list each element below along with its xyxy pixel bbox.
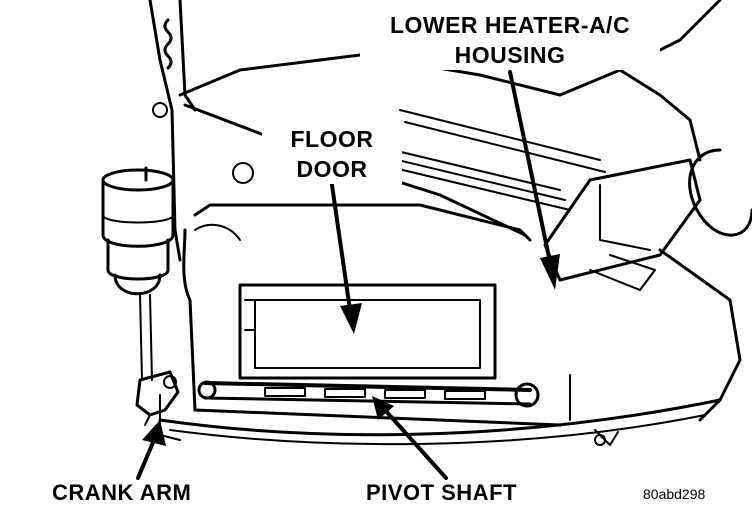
lower-housing-side	[193, 203, 532, 242]
housing-right-shoulder	[618, 68, 702, 162]
housing-label-line1: LOWER HEATER-A/C	[389, 12, 631, 38]
actuator-body	[101, 178, 175, 248]
actuator-collar	[106, 238, 170, 281]
actuator-base	[113, 273, 162, 296]
pivot-slot	[324, 388, 366, 398]
right-lower-panel	[658, 248, 742, 422]
housing-left-edge	[148, 0, 182, 262]
actuator-top	[101, 168, 175, 192]
lower-heater-ac-housing-label: LOWER HEATER-A/C HOUSING	[360, 10, 660, 70]
lower-housing-bottom-lip	[169, 414, 706, 446]
lower-housing-tab	[594, 429, 619, 446]
floor-door-label-line2: DOOR	[296, 156, 368, 182]
floor-door-arrowhead	[340, 303, 362, 334]
fastener	[232, 162, 254, 184]
outlet-duct-inner	[599, 184, 651, 251]
pivot-shaft-bar	[203, 381, 532, 392]
lower-housing-bottom	[158, 398, 722, 437]
wavy-edge	[163, 18, 173, 70]
crank-arm-arrow-line	[136, 438, 156, 480]
housing-arrow-line	[508, 70, 552, 264]
pivot-shaft-arrowhead	[372, 396, 394, 420]
pivot-shaft-end-left	[197, 380, 217, 400]
right-round-housing	[688, 148, 752, 237]
rib-line	[404, 121, 606, 173]
rib-line	[399, 109, 601, 161]
floor-door-inner	[254, 299, 481, 369]
crank-arm-link	[144, 414, 151, 426]
crank-arm-label: CRANK ARM	[52, 480, 192, 506]
lower-housing-cavity	[182, 228, 562, 427]
pivot-shaft-label: PIVOT SHAFT	[366, 480, 517, 506]
pivot-shaft-end-right	[514, 382, 540, 408]
floor-door-outer	[238, 283, 497, 380]
floor-door-arrow-line	[330, 183, 352, 312]
housing-label-line2: HOUSING	[454, 42, 566, 68]
pivot-slot	[264, 387, 306, 397]
floor-door-hinge-tab	[244, 299, 256, 331]
pivot-slot	[444, 390, 486, 400]
crank-arm-arrowhead	[142, 420, 166, 446]
floor-door-label-line1: FLOOR	[290, 126, 374, 152]
pivot-slot	[384, 389, 426, 399]
fastener	[594, 434, 606, 446]
actuator-rod-2	[149, 294, 153, 381]
fastener	[152, 102, 168, 118]
housing-arrowhead	[540, 254, 560, 290]
crank-arm-pivot	[163, 375, 177, 389]
actuator-rod	[139, 294, 143, 381]
housing-left-edge-inner	[178, 0, 197, 112]
crank-arm-body	[135, 370, 180, 417]
actuator-ring	[102, 214, 174, 224]
figure-code-label: 80abd298	[643, 485, 706, 503]
lower-housing-curve	[194, 223, 241, 241]
floor-door-label: FLOOR DOOR	[262, 124, 402, 184]
pivot-shaft-arrow-line	[383, 408, 448, 480]
pivot-shaft-bar-lower	[203, 396, 532, 406]
outlet-duct-slot	[589, 254, 656, 291]
